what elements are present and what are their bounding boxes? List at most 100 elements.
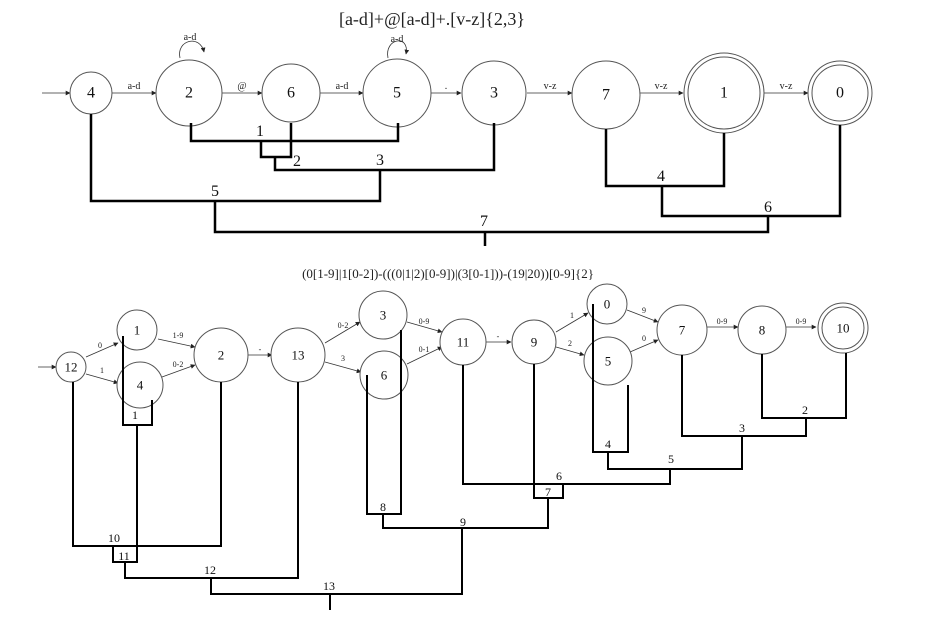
bot-tree-label-11: 11 xyxy=(118,549,130,563)
tree-label-2: 2 xyxy=(293,153,301,170)
bottom-regex-title: (0[1-9]|1[0-2])-(((0|1|2)[0-9])|(3[0-1])… xyxy=(302,266,594,281)
tree-label-5: 5 xyxy=(211,183,219,200)
svg-text:1: 1 xyxy=(570,311,574,320)
bot-tree-label-2: 2 xyxy=(802,403,808,417)
edge-12-1 xyxy=(85,342,119,358)
edge-label-2-6: @ xyxy=(237,81,246,92)
svg-text:0-1: 0-1 xyxy=(419,345,430,354)
state-top-7: 7 xyxy=(571,60,641,130)
edge-label-7-1: v-z xyxy=(655,81,668,92)
state-bot-12: 12 xyxy=(55,351,87,383)
top-merge-tree: 1 2 3 5 7 4 6 xyxy=(89,114,842,246)
svg-text:2: 2 xyxy=(568,339,572,348)
svg-text:5: 5 xyxy=(393,85,401,102)
svg-text:4: 4 xyxy=(87,85,95,102)
svg-text:7: 7 xyxy=(602,87,610,104)
state-top-4: 4 xyxy=(69,71,113,115)
svg-text:0-9: 0-9 xyxy=(796,317,807,326)
state-top-1-accepting: 1 xyxy=(683,52,765,134)
state-bot-6: 6 xyxy=(359,350,409,400)
edge-3-11 xyxy=(406,321,443,334)
svg-text:10: 10 xyxy=(837,321,850,336)
state-bot-5: 5 xyxy=(583,336,633,386)
edge-label-6-5: a-d xyxy=(336,81,349,92)
edge-4-2 xyxy=(161,364,196,378)
edge-label-1-0: v-z xyxy=(780,81,793,92)
state-top-6: 6 xyxy=(261,63,321,123)
svg-text:9: 9 xyxy=(642,306,646,315)
state-top-2: 2 xyxy=(155,59,223,127)
svg-text:0: 0 xyxy=(604,297,611,312)
state-bot-8: 8 xyxy=(737,305,787,355)
svg-text:3: 3 xyxy=(490,85,498,102)
state-bot-13: 13 xyxy=(270,327,326,383)
bot-tree-label-7: 7 xyxy=(545,485,551,499)
state-bot-10-accepting: 10 xyxy=(817,302,869,354)
edge-5-7 xyxy=(629,339,659,353)
svg-text:2: 2 xyxy=(185,85,193,102)
bottom-merge-tree: 1 10 11 12 13 8 9 7 6 4 5 3 2 xyxy=(72,304,847,610)
bot-tree-label-1: 1 xyxy=(132,408,138,422)
edge-label-3-7: v-z xyxy=(544,81,557,92)
svg-text:3: 3 xyxy=(341,354,345,363)
bot-tree-label-8: 8 xyxy=(380,500,386,514)
svg-text:9: 9 xyxy=(531,335,538,350)
tree-label-6: 6 xyxy=(764,199,772,216)
loop-5 xyxy=(387,40,410,59)
svg-text:0-9: 0-9 xyxy=(717,317,728,326)
edge-13-3 xyxy=(324,321,361,344)
edge-label-5-3: . xyxy=(445,81,448,92)
state-bot-4: 4 xyxy=(116,361,164,409)
svg-text:7: 7 xyxy=(679,323,686,338)
state-bot-11: 11 xyxy=(439,318,487,366)
edge-1-2 xyxy=(157,338,196,349)
state-bot-2: 2 xyxy=(193,327,249,383)
svg-text:0-2: 0-2 xyxy=(173,360,184,369)
loop-label-5: a-d xyxy=(391,34,404,45)
bottom-diagram: (0[1-9]|1[0-2])-(((0|1|2)[0-9])|(3[0-1])… xyxy=(38,266,869,610)
bot-tree-label-10: 10 xyxy=(108,531,120,545)
svg-text:1: 1 xyxy=(100,366,104,375)
svg-text:2: 2 xyxy=(218,348,225,363)
loop-2 xyxy=(179,40,206,59)
bot-tree-label-5: 5 xyxy=(668,452,674,466)
top-regex-title: [a-d]+@[a-d]+.[v-z]{2,3} xyxy=(339,9,525,29)
tree-label-4: 4 xyxy=(657,168,665,185)
bot-tree-label-13: 13 xyxy=(323,579,335,593)
svg-text:1: 1 xyxy=(720,85,728,102)
svg-text:6: 6 xyxy=(381,368,388,383)
svg-text:6: 6 xyxy=(287,85,295,102)
edge-6-11 xyxy=(406,346,443,365)
svg-text:0: 0 xyxy=(642,334,646,343)
state-top-5: 5 xyxy=(362,58,432,128)
edge-0-7 xyxy=(626,309,659,323)
svg-text:11: 11 xyxy=(457,335,470,350)
bot-tree-label-6: 6 xyxy=(556,469,562,483)
edge-13-6 xyxy=(324,361,362,374)
tree-label-1: 1 xyxy=(256,123,264,140)
bot-tree-label-4: 4 xyxy=(605,437,611,451)
bot-tree-label-3: 3 xyxy=(739,421,745,435)
top-diagram: [a-d]+@[a-d]+.[v-z]{2,3} a-d a-d @ a-d a… xyxy=(42,9,873,246)
svg-text:4: 4 xyxy=(137,378,144,393)
tree-label-7: 7 xyxy=(480,213,488,230)
svg-text:0-2: 0-2 xyxy=(338,321,349,330)
loop-label-2: a-d xyxy=(184,32,197,43)
svg-text:0: 0 xyxy=(836,85,844,102)
state-bot-1: 1 xyxy=(116,309,158,351)
state-bot-9: 9 xyxy=(511,319,557,365)
svg-text:1: 1 xyxy=(134,323,141,338)
svg-text:5: 5 xyxy=(605,354,612,369)
svg-text:0: 0 xyxy=(98,341,102,350)
state-top-3: 3 xyxy=(461,60,527,126)
edge-label-4-2: a-d xyxy=(128,81,141,92)
bot-tree-label-9: 9 xyxy=(460,515,466,529)
tree-label-3: 3 xyxy=(376,152,384,169)
svg-text:8: 8 xyxy=(759,323,766,338)
state-bot-7: 7 xyxy=(656,304,708,356)
svg-text:-: - xyxy=(497,332,500,341)
edge-12-4 xyxy=(85,373,119,385)
svg-text:13: 13 xyxy=(292,348,305,363)
edge-9-0 xyxy=(555,312,589,333)
